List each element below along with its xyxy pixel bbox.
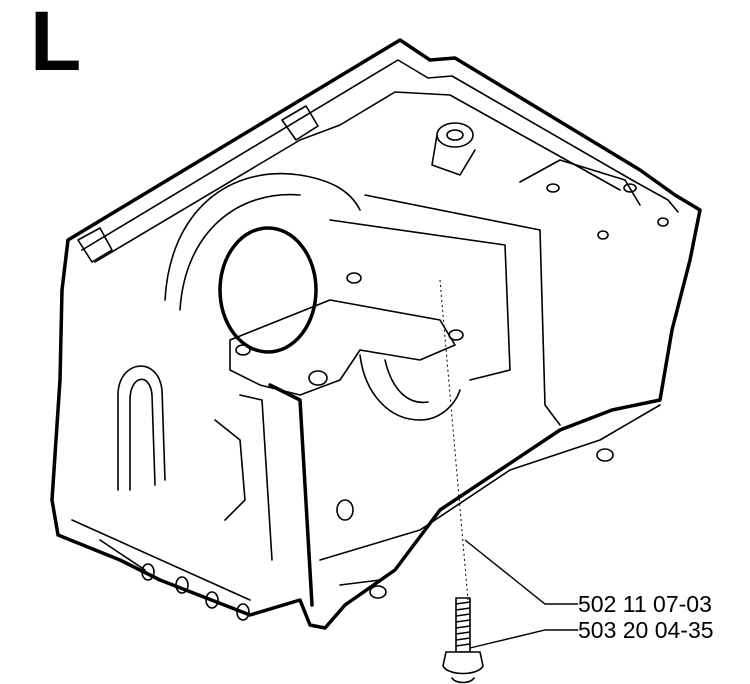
part-number-screw: 503 20 04-35 bbox=[578, 617, 714, 643]
crankcase-drawing bbox=[50, 38, 702, 630]
leader-line-crankcase bbox=[464, 539, 578, 605]
part-number-crankcase: 502 11 07-03 bbox=[578, 591, 712, 617]
screw-drawing bbox=[442, 597, 484, 684]
leader-line-screw bbox=[469, 629, 578, 649]
section-letter: L bbox=[30, 0, 81, 88]
